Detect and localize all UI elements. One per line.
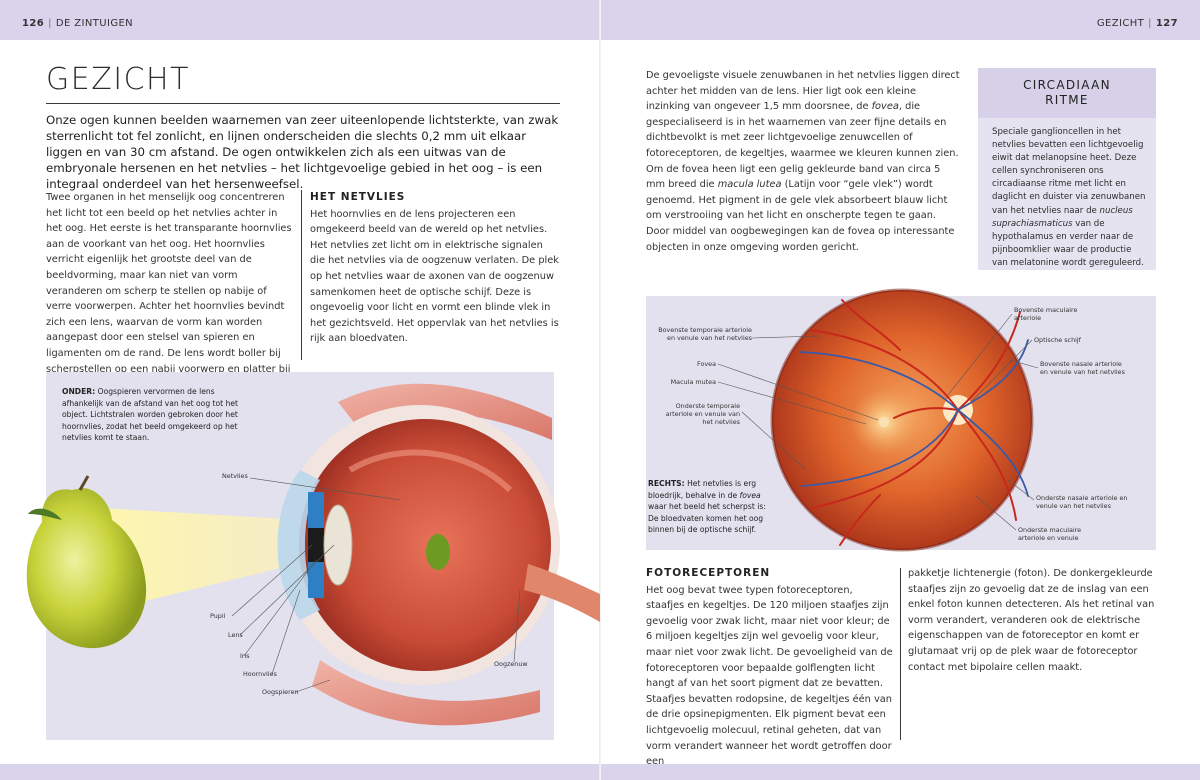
lens bbox=[323, 504, 353, 586]
fotoreceptoren-heading: FOTORECEPTOREN bbox=[646, 567, 771, 579]
sidebar-title-line-2: RITME bbox=[1045, 93, 1089, 107]
light-beam bbox=[100, 508, 305, 612]
macula-term: macula lutea bbox=[717, 179, 782, 191]
intro-paragraph: Onze ogen kunnen beelden waarnemen van z… bbox=[46, 113, 559, 191]
title-rule bbox=[46, 103, 560, 104]
retina-caption-italic: fovea bbox=[739, 490, 761, 500]
label-iris: Iris bbox=[240, 652, 250, 660]
eye-caption-text: Oogspieren vervormen de lens afhankelijk… bbox=[62, 387, 239, 443]
label-netvlies: Netvlies bbox=[222, 472, 248, 480]
column-divider bbox=[301, 190, 302, 360]
fotoreceptoren-section: FOTORECEPTOREN Het oog bevat twee typen … bbox=[646, 566, 894, 770]
retina-caption-label: RECHTS: bbox=[648, 479, 685, 488]
label-pupil: Pupil bbox=[210, 612, 226, 620]
cornea bbox=[277, 470, 320, 620]
label-lens: Lens bbox=[228, 631, 243, 639]
retina-rim bbox=[770, 288, 1034, 552]
right-folio: GEZICHT|127 bbox=[1096, 18, 1178, 29]
label-nasal-upper: Bovenste nasale arteriole en venule van … bbox=[1040, 360, 1125, 376]
lower-eye-muscle bbox=[312, 660, 540, 726]
left-section-name: DE ZINTUIGEN bbox=[55, 18, 134, 29]
fotoreceptoren-text-1: Het oog bevat twee typen fotoreceptoren,… bbox=[646, 584, 893, 768]
label-macular-upper: Bovenste maculaire arteriole bbox=[1014, 306, 1078, 322]
eye-caption: ONDER: Oogspieren vervormen de lens afha… bbox=[62, 386, 242, 444]
label-hoornvlies: Hoornvlies bbox=[243, 670, 277, 678]
page-title: GEZICHT bbox=[46, 62, 190, 97]
fovea-spot bbox=[879, 417, 889, 427]
label-temporal-lower: Onderste temporale arteriole en venule v… bbox=[665, 402, 740, 426]
sidebar-text-2: van de hypothalamus en verder naar de pi… bbox=[992, 218, 1144, 268]
label-temporal-upper: Bovenste temporale arteriole en venule v… bbox=[658, 326, 752, 342]
sidebar-italic-term: nucleus suprachiasmaticus bbox=[992, 205, 1133, 229]
eye-interior bbox=[299, 419, 551, 671]
fovea-paragraph: De gevoeligste visuele zenuwbanen in het… bbox=[646, 68, 962, 255]
optic-nerve bbox=[524, 564, 600, 622]
sidebar-title: CIRCADIAAN RITME bbox=[978, 68, 1156, 118]
pear-image bbox=[26, 475, 147, 649]
sidebar-title-line-1: CIRCADIAAN bbox=[1023, 78, 1111, 92]
sidebar-text: Speciale ganglioncellen in het netvlies … bbox=[978, 118, 1156, 270]
right-section-name: GEZICHT bbox=[1096, 18, 1145, 29]
pupil bbox=[308, 528, 324, 562]
netvlies-heading: HET NETVLIES bbox=[310, 191, 406, 203]
fotoreceptoren-text-2: pakketje lichtenergie (foton). De donker… bbox=[908, 568, 1155, 673]
right-page-number: 127 bbox=[1155, 18, 1178, 29]
label-fovea: Fovea bbox=[697, 360, 716, 368]
label-macular-lower: Onderste maculaire arteriole en venule bbox=[1018, 526, 1082, 542]
netvlies-section: HET NETVLIES Het hoornvlies en de lens p… bbox=[310, 190, 560, 347]
fovea-text-1: De gevoeligste visuele zenuwbanen in het… bbox=[646, 70, 960, 113]
label-oogzenuw: Oogzenuw bbox=[494, 660, 528, 668]
label-macula: Macula mutea bbox=[670, 378, 716, 386]
eye-illustration bbox=[26, 383, 600, 726]
sidebar-text-1: Speciale ganglioncellen in het netvlies … bbox=[992, 127, 1146, 216]
fovea-text-3: (Latijn voor “gele vlek”) wordt genoemd.… bbox=[646, 179, 955, 253]
label-oogspieren: Oogspieren bbox=[262, 688, 299, 696]
netvlies-text: Het hoornvlies en de lens projecteren ee… bbox=[310, 208, 559, 345]
left-folio: 126|DE ZINTUIGEN bbox=[22, 18, 134, 29]
retina-caption: RECHTS: Het netvlies is erg bloedrijk, b… bbox=[648, 478, 770, 536]
retina-image bbox=[426, 534, 450, 570]
book-spine bbox=[599, 0, 601, 780]
label-optic-disc: Optische schijf bbox=[1034, 336, 1081, 344]
fovea-text-2: , die gespecialiseerd is in het waarneme… bbox=[646, 101, 959, 191]
vitreous-highlight bbox=[348, 449, 513, 493]
circadian-sidebar: CIRCADIAAN RITME Speciale ganglioncellen… bbox=[978, 68, 1156, 270]
retina-caption-text-2: waar het beeld het scherpst is: De bloed… bbox=[648, 502, 766, 535]
column-divider-bottom bbox=[900, 568, 901, 740]
arterioles bbox=[809, 299, 1021, 546]
label-nasal-lower: Onderste nasale arteriole en venule van … bbox=[1036, 494, 1128, 510]
retina-caption-text-1: Het netvlies is erg bloedrijk, behalve i… bbox=[648, 479, 757, 500]
fovea-term: fovea bbox=[871, 101, 899, 113]
eye-caption-label: ONDER: bbox=[62, 387, 96, 396]
left-page-number: 126 bbox=[22, 18, 45, 29]
